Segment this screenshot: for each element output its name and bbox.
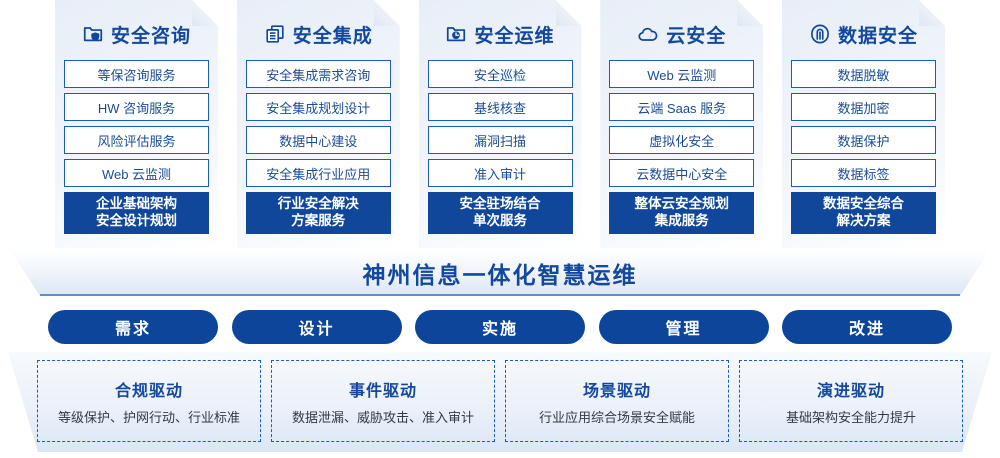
- platform-banner-title: 神州信息一体化智慧运维: [362, 262, 638, 288]
- column-header: 数据安全: [791, 16, 936, 52]
- service-highlight-line: 行业安全解决: [277, 196, 359, 212]
- service-item[interactable]: 安全巡检: [428, 60, 573, 88]
- service-columns: 安全咨询 等保咨询服务 HW 咨询服务 风险评估服务 Web 云监测 企业基础架…: [0, 0, 1000, 250]
- service-item[interactable]: 数据中心建设: [246, 126, 391, 154]
- driver-subtitle: 等级保护、护网行动、行业标准: [57, 409, 240, 425]
- driver-card-yanjinqudong[interactable]: 演进驱动 基础架构安全能力提升: [739, 360, 963, 442]
- driver-subtitle: 基础架构安全能力提升: [785, 409, 916, 425]
- service-column-yunanquan[interactable]: 云安全 Web 云监测 云端 Saas 服务 虚拟化安全 云数据中心安全 整体云…: [600, 0, 763, 248]
- driver-subtitle: 行业应用综合场景安全赋能: [538, 409, 695, 425]
- driver-card-heguiqudong[interactable]: 合规驱动 等级保护、护网行动、行业标准: [37, 360, 261, 442]
- column-header: 安全集成: [246, 16, 391, 52]
- service-highlight[interactable]: 数据安全综合 解决方案: [791, 192, 936, 234]
- stacked-documents-icon: [264, 23, 286, 45]
- column-header: 安全咨询: [64, 16, 209, 52]
- service-highlight-line: 整体云安全规划: [634, 196, 729, 212]
- service-item[interactable]: HW 咨询服务: [64, 93, 209, 121]
- service-item[interactable]: 基线核查: [428, 93, 573, 121]
- driver-title: 演进驱动: [816, 382, 885, 400]
- column-title: 数据安全: [837, 25, 918, 47]
- service-item[interactable]: 数据脱敏: [791, 60, 936, 88]
- service-item[interactable]: Web 云监测: [64, 159, 209, 187]
- driver-title: 事件驱动: [348, 382, 417, 400]
- service-column-anquanyunwei[interactable]: 安全运维 安全巡检 基线核查 漏洞扫描 准入审计 安全驻场结合 单次服务: [419, 0, 582, 248]
- service-item[interactable]: 安全集成行业应用: [246, 159, 391, 187]
- service-column-anquanjicheng[interactable]: 安全集成 安全集成需求咨询 安全集成规划设计 数据中心建设 安全集成行业应用 行…: [237, 0, 400, 248]
- service-item[interactable]: Web 云监测: [609, 60, 754, 88]
- service-item[interactable]: 安全集成需求咨询: [246, 60, 391, 88]
- service-highlight-line: 企业基础架构: [96, 196, 177, 212]
- service-item[interactable]: 数据保护: [791, 126, 936, 154]
- phase-pill-sheji[interactable]: 设计: [231, 310, 402, 344]
- service-highlight[interactable]: 企业基础架构 安全设计规划: [64, 192, 209, 234]
- phase-pill-guanli[interactable]: 管理: [598, 310, 769, 344]
- service-item[interactable]: 等保咨询服务: [64, 60, 209, 88]
- service-column-shujuanquan[interactable]: 数据安全 数据脱敏 数据加密 数据保护 数据标签 数据安全综合 解决方案: [782, 0, 945, 248]
- column-title: 安全集成: [292, 25, 373, 47]
- service-item[interactable]: 虚拟化安全: [609, 126, 754, 154]
- service-highlight-line: 解决方案: [836, 213, 891, 228]
- folder-shield-icon: [82, 23, 104, 45]
- driver-subtitle: 数据泄漏、威胁攻击、准入审计: [291, 409, 474, 425]
- fingerprint-icon: [809, 23, 831, 45]
- service-highlight[interactable]: 整体云安全规划 集成服务: [609, 192, 754, 234]
- service-item[interactable]: 漏洞扫描: [428, 126, 573, 154]
- service-column-anquanzixun[interactable]: 安全咨询 等保咨询服务 HW 咨询服务 风险评估服务 Web 云监测 企业基础架…: [55, 0, 218, 248]
- drivers-list: 合规驱动 等级保护、护网行动、行业标准 事件驱动 数据泄漏、威胁攻击、准入审计 …: [0, 352, 1000, 452]
- platform-banner: 神州信息一体化智慧运维: [10, 250, 990, 296]
- lifecycle-phases: 需求 设计 实施 管理 改进: [0, 310, 1000, 344]
- column-header: 安全运维: [428, 16, 573, 52]
- driver-card-shijianqudong[interactable]: 事件驱动 数据泄漏、威胁攻击、准入审计: [271, 360, 495, 442]
- service-item[interactable]: 风险评估服务: [64, 126, 209, 154]
- column-title: 安全运维: [474, 25, 555, 47]
- driver-title: 合规驱动: [114, 382, 183, 400]
- phase-pill-gaijin[interactable]: 改进: [782, 310, 952, 344]
- service-highlight-line: 安全设计规划: [96, 213, 177, 228]
- service-highlight-line: 单次服务: [473, 213, 527, 228]
- column-title: 安全咨询: [110, 25, 191, 47]
- service-item[interactable]: 云端 Saas 服务: [609, 93, 754, 121]
- phase-pill-shishi[interactable]: 实施: [415, 310, 585, 344]
- service-highlight-line: 安全驻场结合: [459, 196, 541, 212]
- service-highlight-line: 数据安全综合: [823, 196, 904, 212]
- service-item[interactable]: 云数据中心安全: [609, 159, 754, 187]
- drivers-panel: [8, 352, 992, 452]
- folder-chart-icon: [445, 23, 467, 45]
- phase-pill-xuqiu[interactable]: 需求: [48, 310, 218, 344]
- service-item[interactable]: 安全集成规划设计: [246, 93, 391, 121]
- service-item[interactable]: 数据加密: [791, 93, 936, 121]
- service-highlight[interactable]: 安全驻场结合 单次服务: [428, 192, 573, 234]
- service-highlight-line: 集成服务: [654, 213, 709, 228]
- driver-card-changjingqudong[interactable]: 场景驱动 行业应用综合场景安全赋能: [505, 360, 729, 442]
- cloud-icon: [637, 23, 659, 45]
- driver-title: 场景驱动: [582, 382, 651, 400]
- service-highlight-line: 方案服务: [291, 213, 346, 228]
- column-header: 云安全: [609, 16, 754, 52]
- service-highlight[interactable]: 行业安全解决 方案服务: [246, 192, 391, 234]
- service-item[interactable]: 准入审计: [428, 159, 573, 187]
- service-item[interactable]: 数据标签: [791, 159, 936, 187]
- column-title: 云安全: [666, 25, 727, 47]
